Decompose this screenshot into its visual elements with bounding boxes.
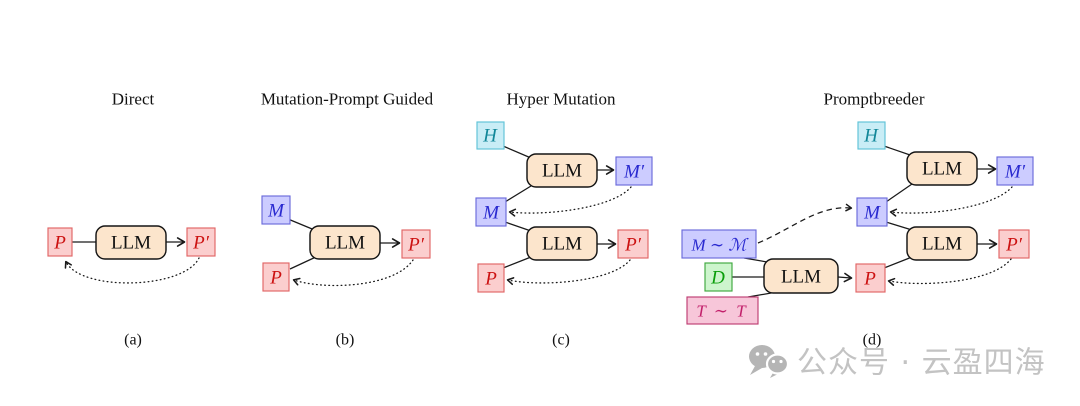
llm-box <box>309 225 381 260</box>
node-m-box <box>475 197 507 227</box>
edge-llm-to-p <box>289 255 319 270</box>
node-pprime-box <box>401 229 431 259</box>
llm-box-upper <box>526 153 598 188</box>
wechat-icon-big-eye-left <box>755 352 760 356</box>
node-pprime-box <box>998 229 1030 259</box>
panel-a-title: Direct <box>112 90 155 109</box>
node-mprime-box <box>996 156 1034 186</box>
panel-d-title: Promptbreeder <box>823 90 924 109</box>
panel-b-title: Mutation-Prompt Guided <box>261 90 434 109</box>
node-h-box <box>476 121 505 150</box>
watermark-text: 公众号 · 云盈四海 <box>797 346 1046 381</box>
node-p-box <box>477 263 505 293</box>
node-h-label: H <box>482 126 498 147</box>
node-pprime-label: P′ <box>1005 235 1023 256</box>
wechat-icon-big-eye-right <box>763 352 768 356</box>
node-p-label: P <box>863 269 876 290</box>
llm-label: LLM <box>325 233 365 254</box>
node-m-label: M <box>482 203 500 224</box>
edge-m-to-llm1 <box>504 185 532 203</box>
node-p-box <box>47 227 73 257</box>
wechat-icon <box>749 345 790 378</box>
edge-m-to-llm2 <box>885 221 913 231</box>
node-tsample-label: T ∼ T <box>696 302 747 321</box>
llm-box-top <box>906 151 978 186</box>
node-h-label: H <box>863 126 879 147</box>
panel-c-title: Hyper Mutation <box>506 90 616 109</box>
edge-m-to-llm2 <box>504 221 532 232</box>
dotted-feedback-pprime-to-p <box>292 259 414 287</box>
node-p-label: P <box>484 269 497 290</box>
llm-box <box>95 225 167 260</box>
llm-middle-label: LLM <box>922 234 962 255</box>
dotted-feedback-pprime-to-p <box>64 257 200 284</box>
node-pprime-label: P′ <box>192 233 210 254</box>
llm-lower-label: LLM <box>542 234 582 255</box>
panel-c-caption: (c) <box>552 332 570 349</box>
node-tsample-box <box>686 296 759 325</box>
node-msample-box <box>681 229 757 259</box>
wechat-icon-small-eye-left <box>771 359 776 364</box>
watermark: 公众号 · 云盈四海 <box>749 345 1046 381</box>
node-mprime-label: M′ <box>1004 162 1026 183</box>
node-m-box <box>856 197 888 227</box>
node-m-label: M <box>267 201 285 222</box>
dotted-feedback-mprime-to-m <box>508 186 632 217</box>
llm-label: LLM <box>111 233 151 254</box>
node-msample-label: M ∼ ℳ <box>690 236 749 255</box>
panel-hyper-mutation: Hyper Mutation H LLM M′ M LLM P′ P (c) <box>475 90 653 349</box>
panel-a-caption: (a) <box>124 332 142 349</box>
dotted-feedback-mprime-to-m <box>889 186 1013 217</box>
panel-b-caption: (b) <box>336 332 355 349</box>
panel-promptbreeder: Promptbreeder H LLM M′ M LLM P′ M ∼ ℳ D … <box>681 90 1034 349</box>
node-mprime-label: M′ <box>623 162 645 183</box>
node-mprime-box <box>615 156 653 186</box>
edge-m-to-llm1 <box>885 183 913 203</box>
llm-upper-label: LLM <box>542 161 582 182</box>
llm-top-label: LLM <box>922 159 962 180</box>
arrow-llm3-to-p <box>837 272 853 283</box>
llm-left-label: LLM <box>781 267 821 288</box>
node-m-label: M <box>863 203 881 224</box>
node-pprime-box <box>186 227 216 257</box>
llm-box-left <box>763 258 839 294</box>
node-p-box <box>855 263 886 293</box>
node-m-box <box>261 195 291 225</box>
wechat-icon-small-bubble <box>765 353 790 375</box>
panel-mutation-prompt-guided: Mutation-Prompt Guided M LLM P′ P (b) <box>261 90 434 349</box>
dotted-feedback-pprime-to-p <box>506 259 631 286</box>
dashed-sample-msample-to-m <box>757 203 853 244</box>
node-pprime-label: P′ <box>407 235 425 256</box>
edge-p-to-llm2 <box>502 256 532 269</box>
node-d-label: D <box>710 268 725 289</box>
edge-p-to-llm2 <box>883 256 913 269</box>
panel-direct: Direct P LLM P′ (a) <box>47 90 216 349</box>
node-pprime-label: P′ <box>624 235 642 256</box>
node-p-label: P <box>53 233 66 254</box>
wechat-icon-big-tail <box>750 366 762 375</box>
llm-box-middle <box>906 226 978 261</box>
node-p-box <box>262 262 290 292</box>
edge-h-to-llm1 <box>883 145 914 157</box>
node-p-label: P <box>269 268 282 289</box>
node-d-box <box>704 262 733 292</box>
node-h-box <box>857 121 886 150</box>
node-pprime-box <box>617 229 649 259</box>
dotted-feedback-pprime-to-p <box>887 258 1012 286</box>
panel-d-caption: (d) <box>863 332 882 349</box>
edge-h-to-llm1 <box>502 145 532 159</box>
llm-box-lower <box>526 226 598 261</box>
wechat-icon-small-eye-right <box>779 359 783 364</box>
